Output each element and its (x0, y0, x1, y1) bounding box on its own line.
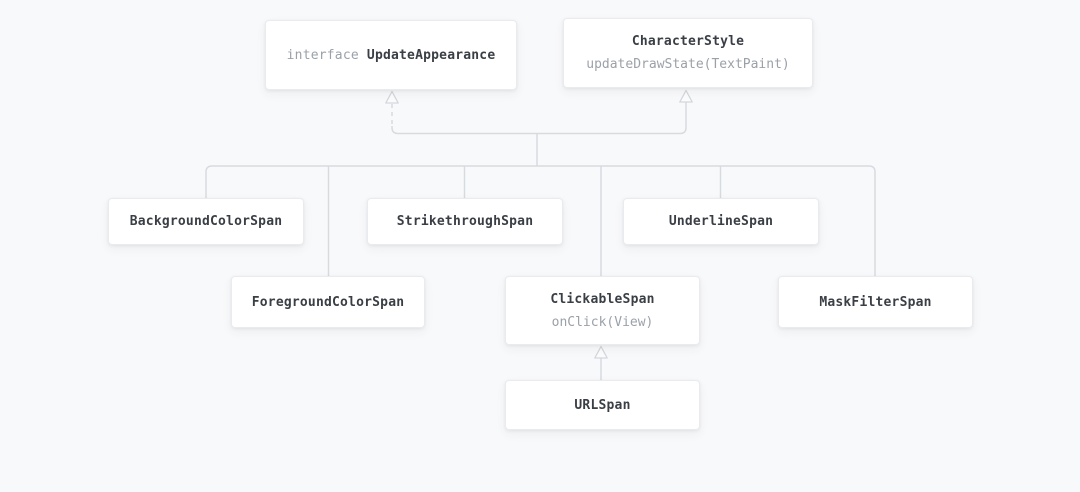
class-name: ForegroundColorSpan (251, 294, 405, 310)
class-name: UpdateAppearance (366, 47, 496, 63)
node-foreground-color-span: ForegroundColorSpan (231, 276, 425, 328)
class-name: UnderlineSpan (668, 214, 774, 229)
method-signature: onClick(View) (551, 314, 654, 330)
node-character-style: CharacterStyle updateDrawState(TextPaint… (563, 18, 813, 88)
class-name: URLSpan (574, 397, 631, 413)
interface-keyword: interface (286, 47, 367, 63)
inheritance-arrow-icon (594, 345, 608, 359)
node-title: interface UpdateAppearance (287, 49, 496, 62)
inheritance-arrow-icon (385, 90, 399, 104)
class-name: CharacterStyle (631, 34, 745, 49)
class-name: BackgroundColorSpan (129, 214, 283, 229)
node-underline-span: UnderlineSpan (623, 198, 819, 245)
node-url-span: URLSpan (505, 380, 700, 430)
class-name: ClickableSpan (550, 291, 655, 307)
node-strikethrough-span: StrikethroughSpan (367, 198, 563, 245)
edge-bus (205, 165, 876, 276)
edge-top-connector (391, 102, 687, 135)
method-signature: updateDrawState(TextPaint) (586, 57, 790, 72)
inheritance-arrow-icon (679, 89, 693, 103)
node-update-appearance: interface UpdateAppearance (265, 20, 517, 90)
node-mask-filter-span: MaskFilterSpan (778, 276, 973, 328)
class-name: StrikethroughSpan (396, 214, 534, 229)
class-name: MaskFilterSpan (819, 294, 932, 310)
node-background-color-span: BackgroundColorSpan (108, 198, 304, 245)
node-clickable-span: ClickableSpan onClick(View) (505, 276, 700, 345)
